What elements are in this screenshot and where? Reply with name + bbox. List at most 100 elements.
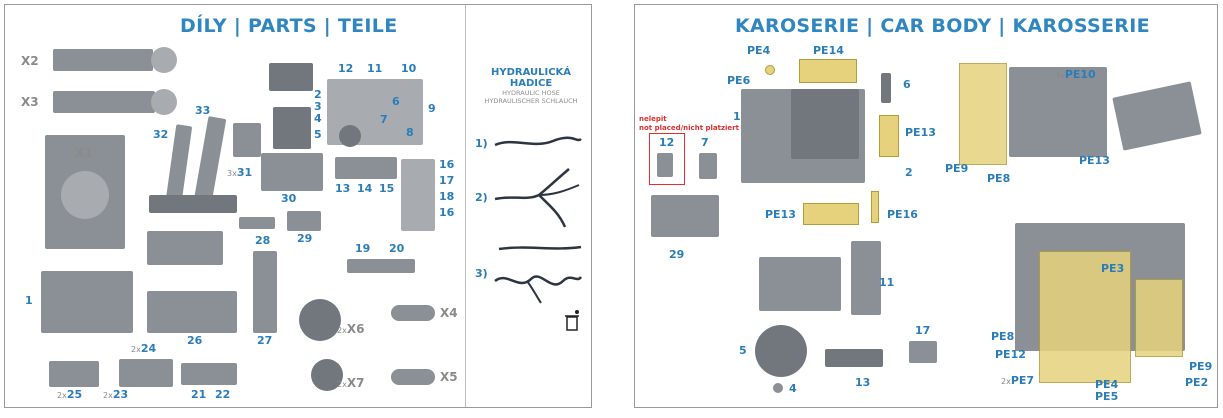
label-pe12: PE12 <box>995 348 1026 361</box>
label-5-right: 5 <box>739 344 747 357</box>
pe-cab-frame-large <box>1039 251 1131 383</box>
label-pe9-bottom: PE9 <box>1189 360 1213 373</box>
part-box-upper <box>269 63 313 91</box>
part-x4 <box>391 305 435 321</box>
trash-icon <box>565 310 579 331</box>
label-28: 28 <box>255 234 271 247</box>
label-pe13-c: PE13 <box>1079 154 1110 167</box>
label-16a: 16 <box>439 158 455 171</box>
part-cab-assembled <box>1009 67 1107 157</box>
label-17: 17 <box>439 174 455 187</box>
part-33 <box>193 116 227 204</box>
panel-divider <box>465 5 466 407</box>
label-3: 3 <box>314 100 322 113</box>
hose-3-straight <box>498 245 582 251</box>
part-23-24 <box>119 359 173 387</box>
label-9: 9 <box>428 102 436 115</box>
label-10: 10 <box>401 62 417 75</box>
label-pe8-top: PE8 <box>987 172 1011 185</box>
label-x4: X4 <box>440 306 458 320</box>
label-29-right: 29 <box>669 248 685 261</box>
note-box <box>649 133 685 185</box>
part-x2 <box>53 49 153 71</box>
part-11-post <box>851 241 881 315</box>
label-18: 18 <box>439 190 455 203</box>
part-7 <box>699 153 717 179</box>
part-seat-unit <box>1112 81 1202 151</box>
part-16-18 <box>401 159 435 231</box>
label-x5: X5 <box>440 370 458 384</box>
label-pe4-bottom: PE4 <box>1095 378 1119 391</box>
label-2-right: 2 <box>905 166 913 179</box>
label-pe4-top: PE4 <box>747 44 771 57</box>
label-25: 2x25 <box>57 388 83 401</box>
hose-item-3-label: 3) <box>475 267 488 280</box>
hose-item-2-label: 2) <box>475 191 488 204</box>
label-7-right: 7 <box>701 136 709 149</box>
label-x6: 2xX6 <box>337 322 365 336</box>
pe-cab-frame <box>959 63 1007 165</box>
part-5-gear <box>755 325 807 377</box>
note-not-placed-cz: nelepit <box>639 115 667 123</box>
hose-1 <box>494 136 582 147</box>
part-19-20 <box>347 259 415 273</box>
part-11-panel <box>759 257 841 311</box>
label-23: 2x23 <box>103 388 129 401</box>
part-32-33-base <box>149 195 237 213</box>
label-14: 14 <box>357 182 373 195</box>
label-pe9-top: PE9 <box>945 162 969 175</box>
part-26 <box>147 291 237 333</box>
label-7: 7 <box>380 113 388 126</box>
label-pe7: 2xPE7 <box>1001 374 1035 387</box>
label-24: 2x24 <box>131 342 157 355</box>
label-x1: X1 <box>75 146 93 160</box>
label-22: 22 <box>215 388 231 401</box>
label-pe16: PE16 <box>887 208 918 221</box>
label-pe14: PE14 <box>813 44 844 57</box>
label-21: 21 <box>191 388 207 401</box>
label-pe3: PE3 <box>1101 262 1125 275</box>
label-1: 1 <box>25 294 33 307</box>
label-13: 13 <box>335 182 351 195</box>
part-gear-small <box>339 125 361 147</box>
part-27 <box>253 251 277 333</box>
label-4-right: 4 <box>789 382 797 395</box>
label-29: 29 <box>297 232 313 245</box>
pe-cab-door <box>1135 279 1183 357</box>
hose-title: HYDRAULICKÁ HADICE <box>490 67 572 89</box>
label-pe13-a: PE13 <box>905 126 936 139</box>
part-x3-disc <box>151 89 177 115</box>
note-not-placed-en: not placed/nicht platziert <box>639 124 739 132</box>
label-32: 32 <box>153 128 169 141</box>
label-27: 27 <box>257 334 273 347</box>
part-29-right <box>651 195 719 237</box>
label-30: 30 <box>281 192 297 205</box>
pe13-grille <box>879 115 899 157</box>
part-4-washer <box>773 383 783 393</box>
pe13-strips <box>803 203 859 225</box>
label-11: 11 <box>367 62 383 75</box>
pe14-etch <box>799 59 857 83</box>
part-x3 <box>53 91 155 113</box>
label-12: 12 <box>338 62 354 75</box>
label-pe6: PE6 <box>727 74 751 87</box>
label-31: 3x31 <box>227 166 253 179</box>
pe16-etch <box>871 191 879 223</box>
label-1-right: 1 <box>733 110 741 123</box>
part-x5 <box>391 369 435 385</box>
label-pe8-bottom: PE8 <box>991 330 1015 343</box>
part-1 <box>41 271 133 333</box>
label-2: 2 <box>314 88 322 101</box>
label-33: 33 <box>195 104 211 117</box>
part-30 <box>261 153 323 191</box>
label-26: 26 <box>187 334 203 347</box>
part-29 <box>287 211 321 231</box>
part-cab-floor <box>147 231 223 265</box>
hose-2 <box>494 168 580 228</box>
part-25 <box>49 361 99 387</box>
hose-subtitle-en: HYDRAULIC HOSE <box>502 89 560 97</box>
hose-3 <box>494 275 583 304</box>
part-6 <box>881 73 891 103</box>
label-15: 15 <box>379 182 395 195</box>
part-31 <box>233 123 261 157</box>
